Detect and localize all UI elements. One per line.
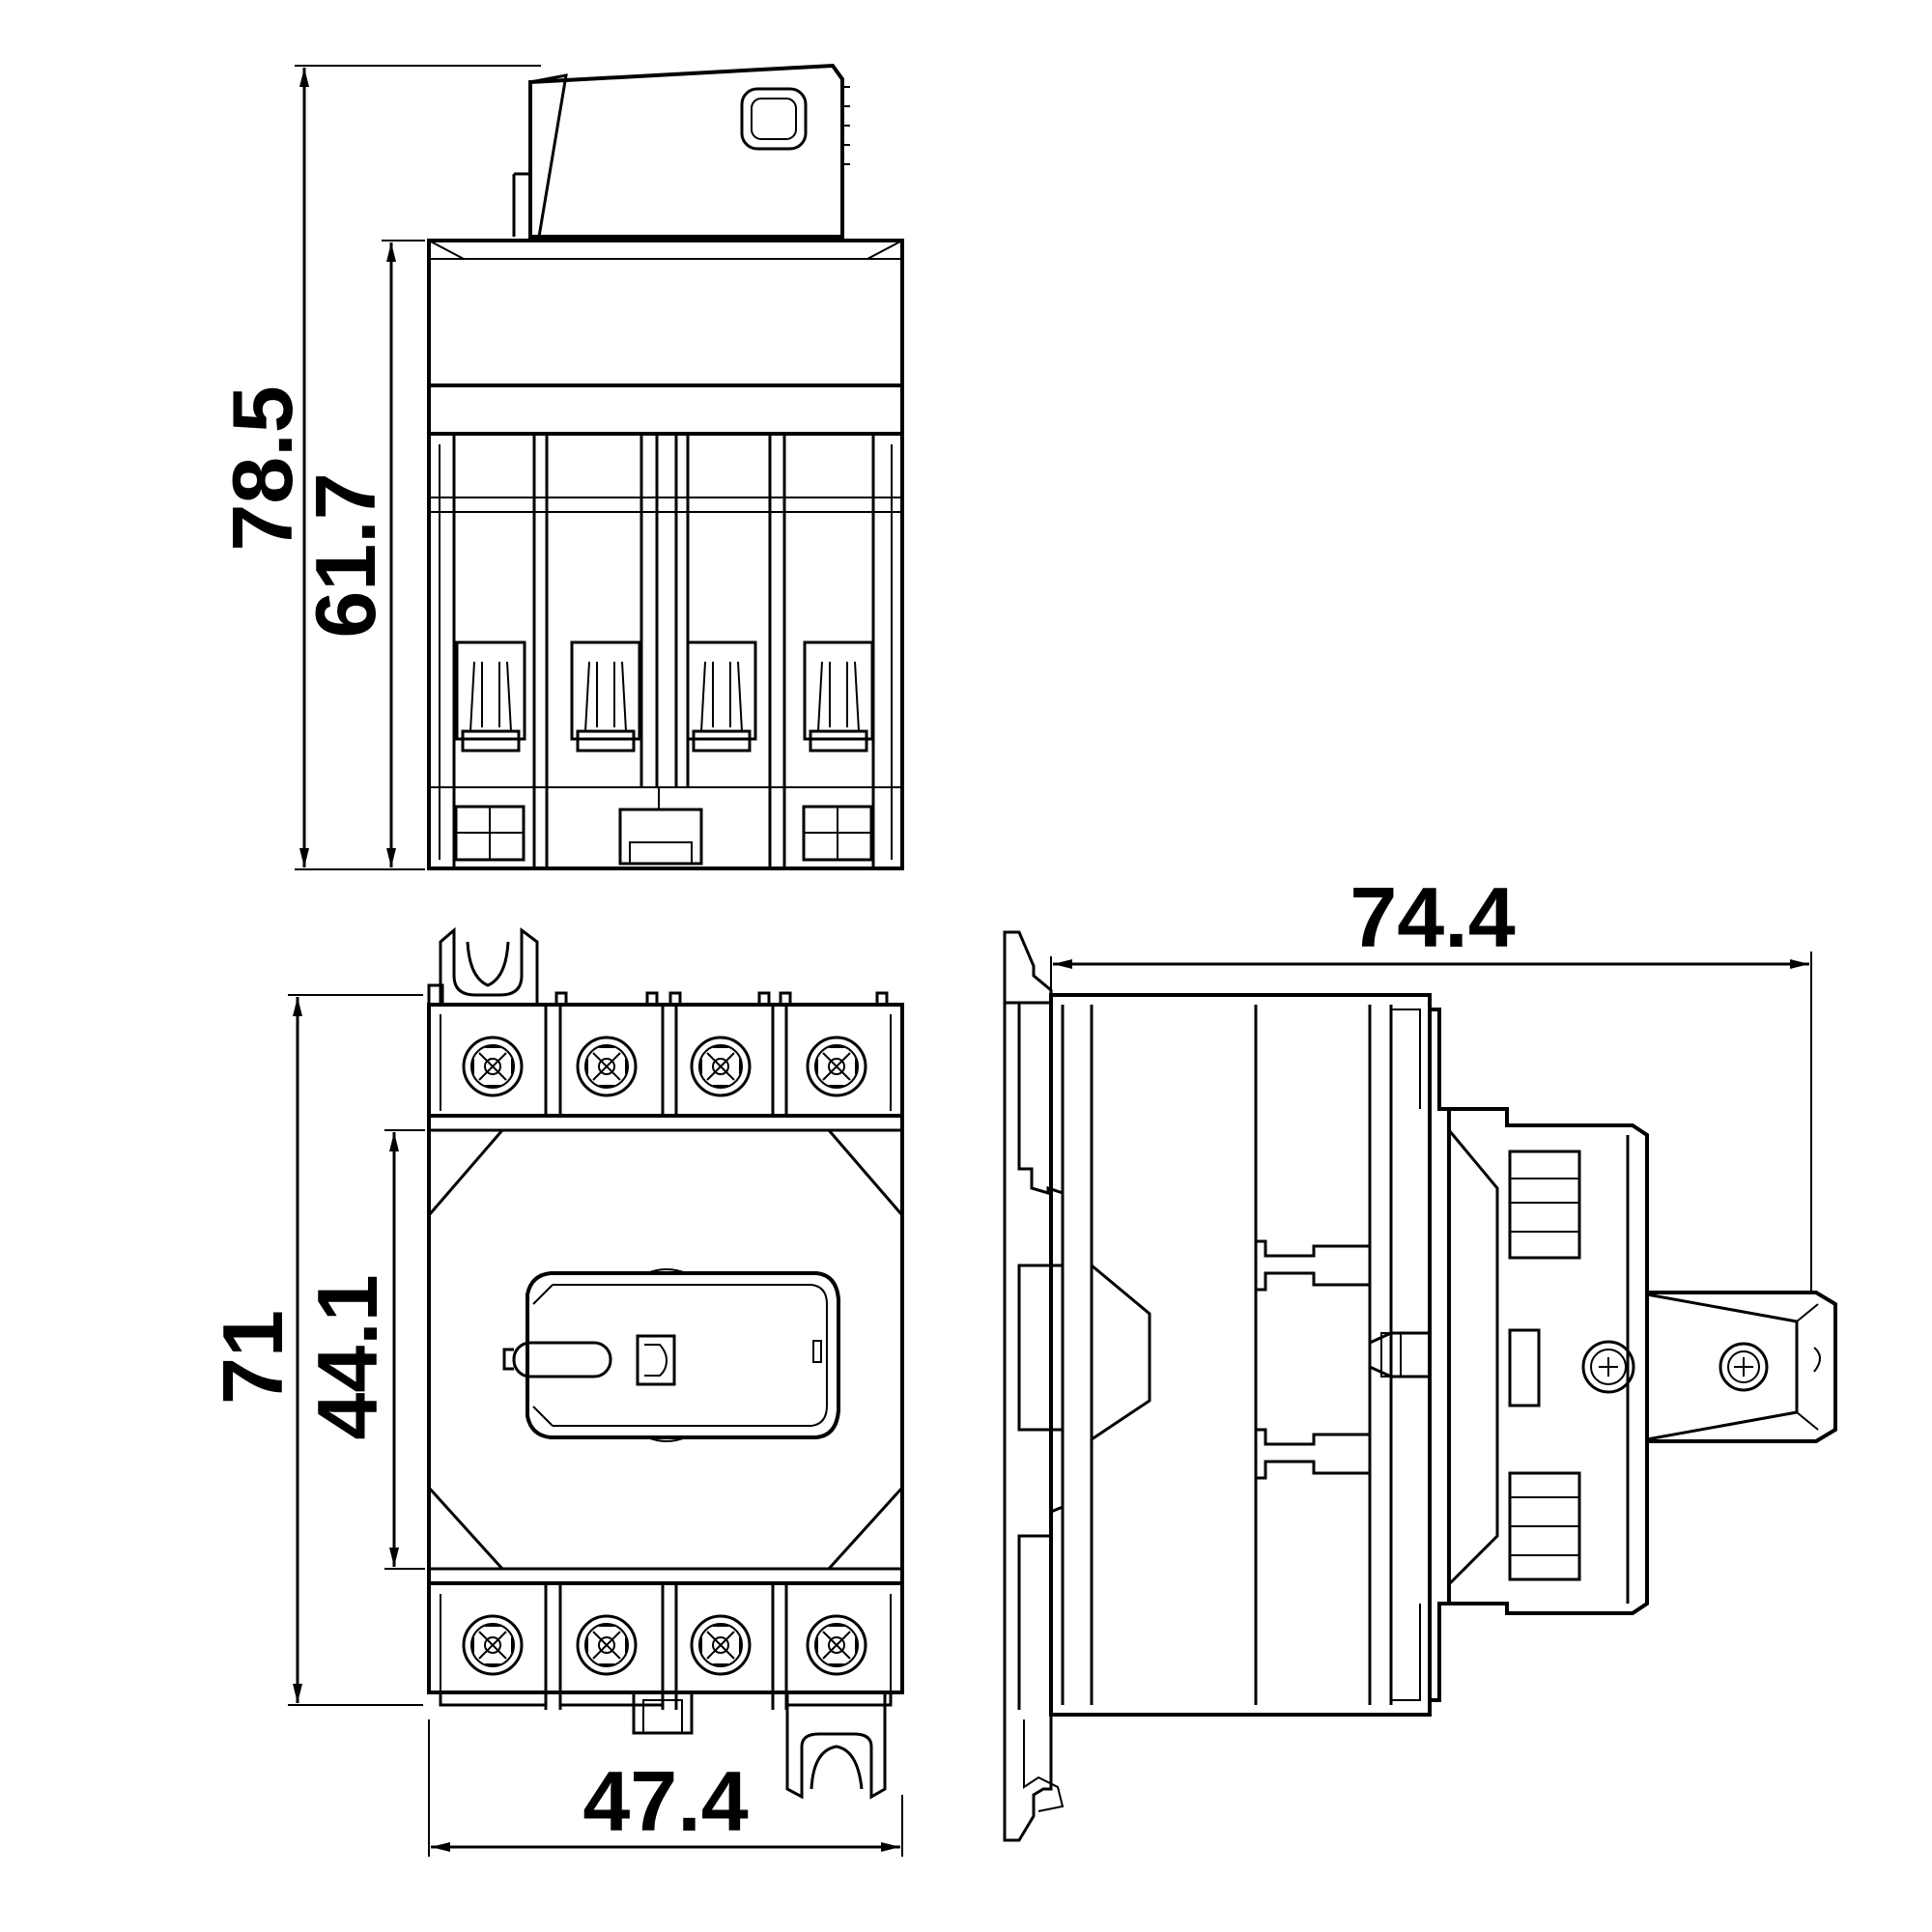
top-view-handle	[512, 63, 850, 239]
dim-front-height-label: 71	[205, 1310, 300, 1405]
dim-top-body: 61.7	[298, 240, 425, 867]
dim-top-body-label: 61.7	[298, 472, 393, 638]
side-view	[1003, 930, 1837, 1842]
dim-front-height: 71	[205, 994, 423, 1706]
dim-top-total: 78.5	[214, 65, 541, 870]
terminal-screws-top	[462, 1036, 867, 1097]
dim-front-width: 47.4	[428, 1719, 903, 1857]
dim-front-width-label: 47.4	[582, 1753, 748, 1849]
dim-front-window: 44.1	[299, 1129, 425, 1570]
front-view-handle	[502, 1268, 840, 1442]
terminal-screws-bottom	[462, 1614, 867, 1676]
dim-front-window-label: 44.1	[299, 1274, 395, 1439]
front-view	[427, 926, 904, 1800]
top-view-body	[427, 239, 904, 870]
dim-side-depth-label: 74.4	[1350, 869, 1515, 965]
top-view	[427, 63, 904, 870]
dim-top-total-label: 78.5	[214, 385, 310, 551]
side-screw	[1581, 1340, 1635, 1394]
dim-side-depth: 74.4	[1050, 869, 1812, 1293]
side-handle	[1646, 1291, 1837, 1443]
